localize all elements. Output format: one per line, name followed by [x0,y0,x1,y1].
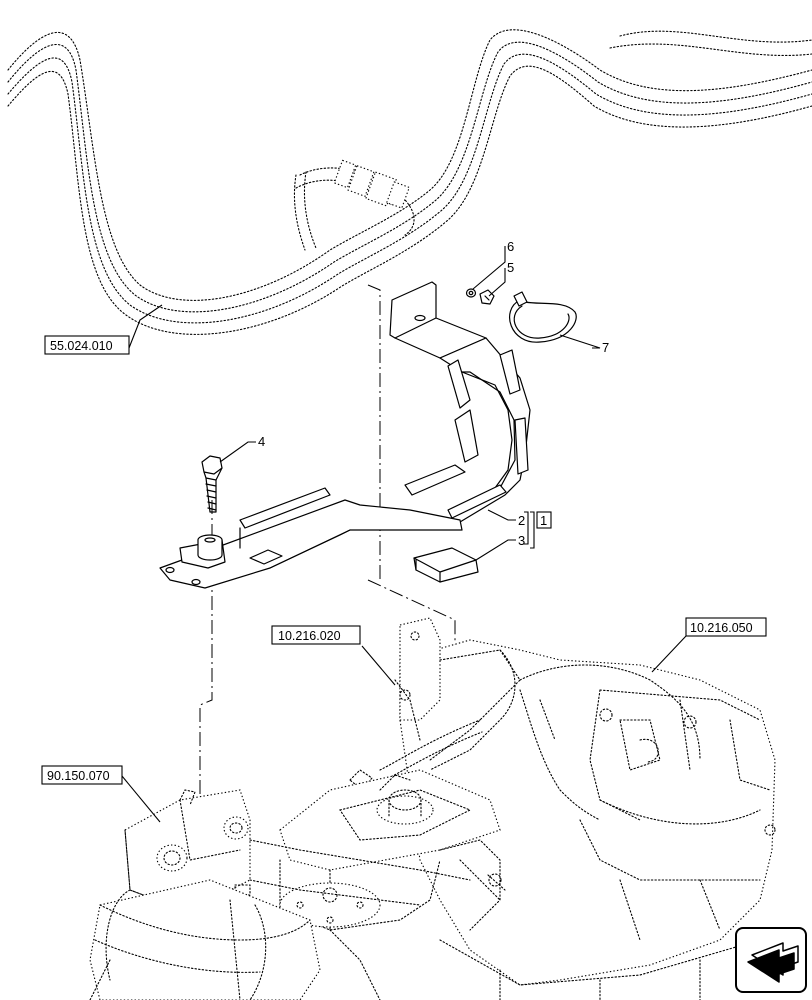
bracket [159,281,531,589]
ref-harness-box[interactable] [44,335,130,355]
ref-tank-right-label[interactable]: 10.216.050 [690,621,753,635]
callout-7: 7 [602,340,609,355]
pad-part [413,547,479,583]
ref-tank-left-label[interactable]: 10.216.020 [278,629,341,643]
callout-2: 2 [518,513,525,528]
leader-lines [121,246,687,823]
wire-harness [7,29,812,335]
frame-assembly [89,789,761,1000]
callout-5: 5 [507,260,514,275]
callout-3: 3 [518,533,525,548]
cable-tie-part [509,291,577,343]
ref-tank-right-box[interactable] [685,617,767,637]
callout-1: 1 [540,513,547,528]
bolt-part [201,455,223,513]
ref-tank-left-box[interactable] [271,625,361,645]
reference-boxes: 55.024.010 10.216.020 10.216.050 90.150.… [41,335,767,785]
callout-6: 6 [507,239,514,254]
tank-assembly [279,617,776,986]
ref-frame-label[interactable]: 90.150.070 [47,769,110,783]
ref-frame-box[interactable] [41,765,123,785]
ref-harness-label[interactable]: 55.024.010 [50,339,113,353]
callout-1-box [536,511,552,529]
screw-part [465,288,495,305]
direction-arrow-icon[interactable] [735,927,807,993]
callouts: 6 5 7 4 2 3 1 [258,239,609,548]
callout-4: 4 [258,434,265,449]
